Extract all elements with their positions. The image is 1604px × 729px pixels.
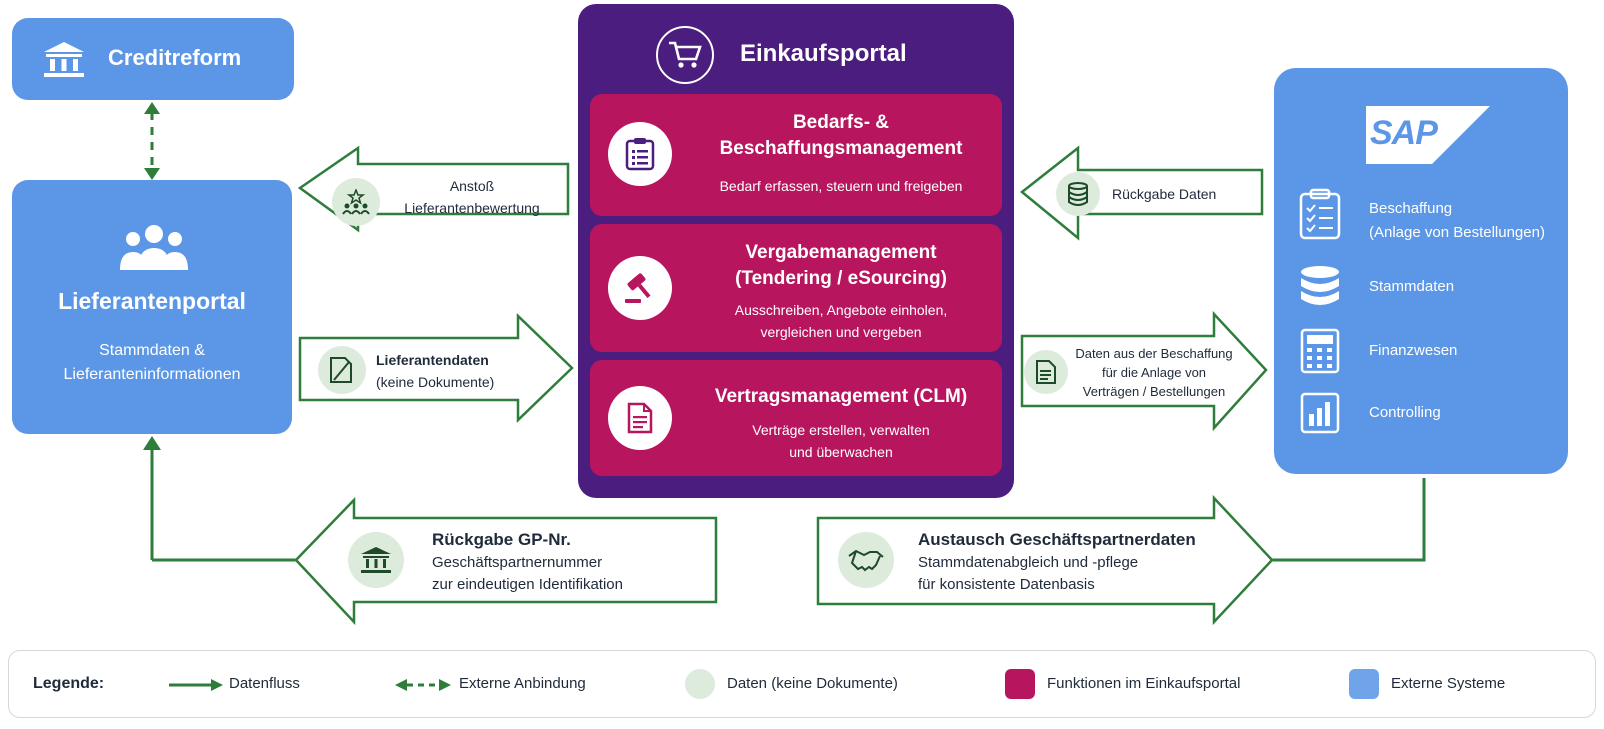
sap-item-1-label-1: Beschaffung [1369,200,1453,217]
lieferantenportal-subtitle-1: Stammdaten & [99,342,205,359]
database-small-icon [1056,172,1100,216]
arrow-daten-beschaffung [1020,310,1268,432]
lieferantenportal-title: Lieferantenportal [58,288,246,314]
legend-green-circle-icon [685,669,715,699]
lieferantendaten-line-1: Lieferantendaten [376,352,489,368]
module-1-desc-1: Bedarf erfassen, steuern und freigeben [719,178,963,194]
legend-pink-square-icon [1005,669,1035,699]
database-icon [1298,264,1342,310]
sap-item-2-label-1: Stammdaten [1369,278,1455,295]
clipboard-checklist-icon [1298,188,1342,240]
module-3-title-1: Vertragsmanagement (CLM) [714,386,968,407]
shopping-cart-icon [656,26,714,84]
austausch-line-2: für konsistente Datenbasis [918,576,1095,593]
bank-small-icon [348,532,404,588]
einkaufsportal-box: Einkaufsportal Bedarfs- & Beschaffungsma… [578,4,1014,498]
bank-icon [42,40,86,78]
sap-box: SAP Beschaffung (Anlage von Bestellungen… [1274,68,1568,474]
document-lines-icon [1024,350,1068,394]
module-3-desc-1: Verträge erstellen, verwalten [752,422,930,438]
arrow-rueckgabe-gp [294,496,718,626]
lieferantendaten-line-2: (keine Dokumente) [376,374,495,390]
daten-beschaffung-line-2: für die Anlage von [1101,365,1207,380]
legend-item-datenfluss: Datenfluss [229,675,300,692]
document-icon [608,386,672,450]
module-2-desc-1: Ausschreiben, Angebote einholen, [734,302,948,318]
module-bedarfsmanagement: Bedarfs- & Beschaffungsmanagement Bedarf… [590,94,1002,216]
daten-beschaffung-line-1: Daten aus der Beschaffung [1075,346,1233,361]
legend-solid-arrow-icon [169,679,223,691]
arrow-rueckgabe-daten [1020,145,1264,241]
anstoss-line-1: Anstoß [449,178,495,194]
lieferantenportal-subtitle-2: Lieferanteninformationen [63,366,241,383]
module-3-desc-2: und überwachen [789,444,893,460]
module-1-title-2: Beschaffungsmanagement [719,138,963,159]
legend-item-externe-anbindung: Externe Anbindung [459,675,586,692]
austausch-line-1: Stammdatenabgleich und -pflege [918,554,1139,571]
rueckgabe-gp-title: Rückgabe GP-Nr. [432,530,571,549]
users-group-icon [120,222,188,272]
arrow-austausch [816,494,1274,626]
module-1-title-1: Bedarfs- & [792,112,890,133]
sap-item-1-label-2: (Anlage von Bestellungen) [1369,224,1545,241]
einkaufsportal-title: Einkaufsportal [740,40,907,67]
handshake-icon [838,532,894,588]
module-2-title-2: (Tendering / eSourcing) [735,268,947,289]
external-link-arrow-down [144,168,160,180]
rueckgabe-gp-line-2: zur eindeutigen Identifikation [432,576,623,593]
lieferantenportal-box: Lieferantenportal Stammdaten & Lieferant… [12,180,292,434]
daten-beschaffung-line-3: Verträgen / Bestellungen [1082,384,1226,399]
bar-chart-icon [1300,392,1340,434]
clipboard-list-icon [608,122,672,186]
module-vergabemanagement: Vergabemanagement (Tendering / eSourcing… [590,224,1002,352]
sap-item-3-label-1: Finanzwesen [1369,342,1458,359]
document-edit-icon [318,346,366,394]
rueckgabe-daten-line-1: Rückgabe Daten [1112,186,1217,202]
legend: Legende: Datenfluss Externe Anbindung Da… [8,650,1596,718]
creditreform-label: Creditreform [108,45,242,70]
return-arrow-head [143,436,161,450]
legend-item-externe-systeme: Externe Systeme [1391,675,1506,692]
module-vertragsmanagement: Vertragsmanagement (CLM) Verträge erstel… [590,360,1002,476]
sap-logo-text: SAP [1370,114,1438,152]
legend-dashed-arrow-icon [395,679,451,691]
calculator-icon [1300,328,1340,374]
legend-title: Legende: [33,675,105,692]
rueckgabe-gp-line-1: Geschäftspartnernummer [432,554,603,571]
team-rating-icon [332,178,380,226]
legend-item-funktionen: Funktionen im Einkaufsportal [1047,675,1241,692]
sap-logo: SAP [1366,106,1490,164]
external-link-arrow-up [144,102,160,114]
gavel-icon [608,256,672,320]
anstoss-line-2: Lieferantenbewertung [404,200,540,216]
module-2-title-1: Vergabemanagement [745,242,937,263]
module-2-desc-2: vergleichen und vergeben [760,324,922,340]
austausch-title: Austausch Geschäftspartnerdaten [918,530,1196,549]
sap-item-4-label-1: Controlling [1369,404,1441,421]
creditreform-box: Creditreform [12,18,294,100]
arrow-lieferantendaten [298,313,574,423]
legend-blue-square-icon [1349,669,1379,699]
legend-item-daten: Daten (keine Dokumente) [727,675,898,692]
